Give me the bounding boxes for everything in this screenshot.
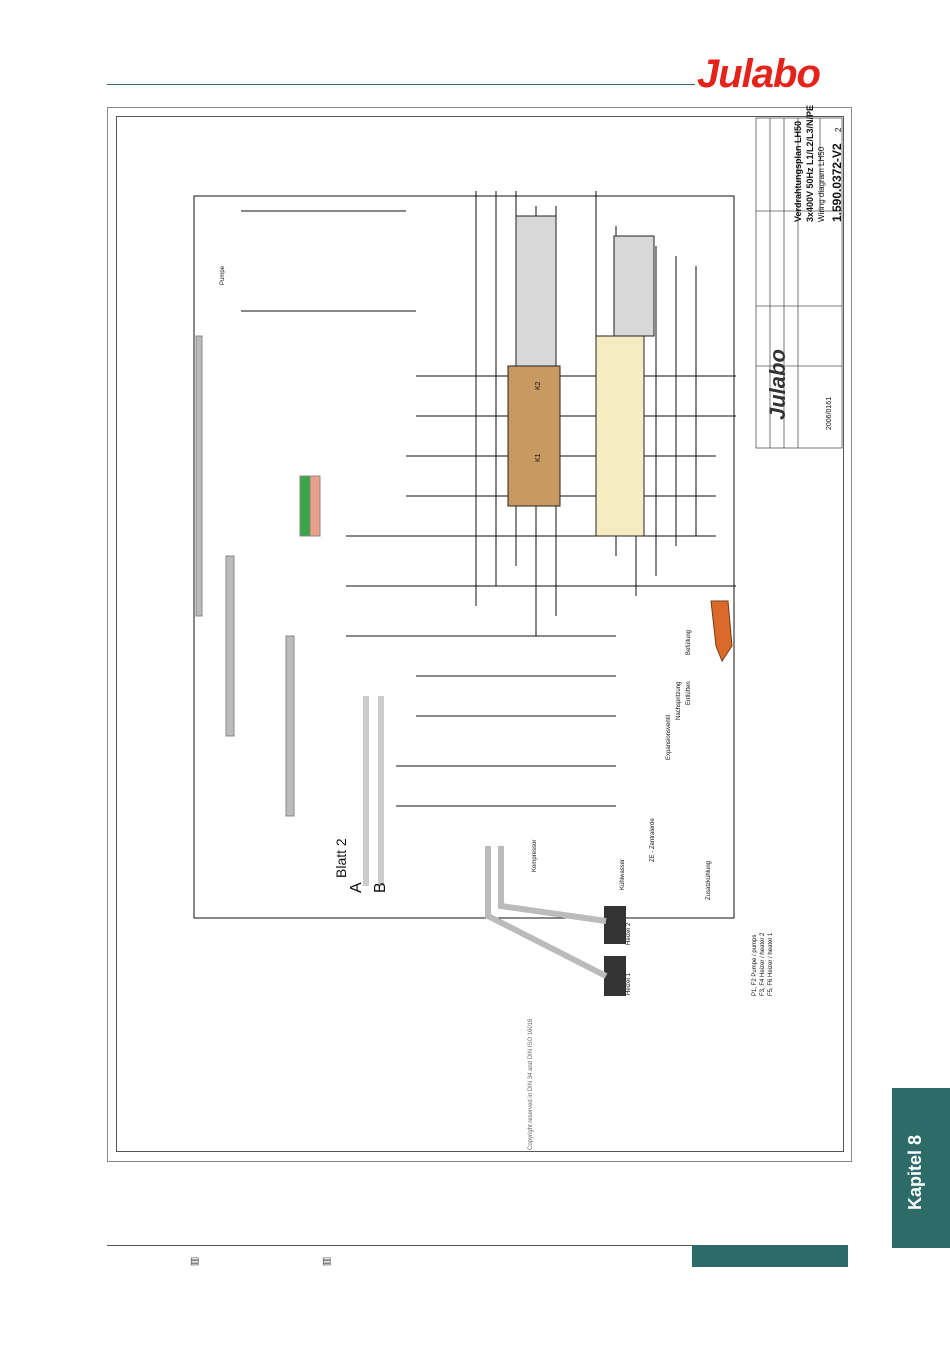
nachspritzung-label: Nachspritzung xyxy=(676,681,682,720)
wiring-diagram xyxy=(193,117,843,996)
entlueften-label: Entlüften xyxy=(686,681,692,705)
footer-bar xyxy=(692,1245,848,1267)
pumpe-label: Pumpe xyxy=(220,265,226,285)
legend-2: F3, F4 Heizer / heater 2 xyxy=(760,932,766,996)
chapter-tab-label: Kapitel 8 xyxy=(905,1134,925,1210)
sheet-number: 2 xyxy=(834,127,843,132)
a-label: A xyxy=(348,882,365,893)
date-code: 2006/0161 xyxy=(826,396,833,430)
zusatzkuehlung-label: Zusatzkühlung xyxy=(706,860,712,900)
hoses xyxy=(195,335,321,817)
julabo-logo: Julabo xyxy=(697,52,821,96)
wiring-lines xyxy=(193,191,736,919)
drawing-frame xyxy=(107,107,852,1162)
flow-arrows xyxy=(363,696,384,886)
chapter-tab[interactable] xyxy=(892,1088,950,1248)
blatt-label: Blatt 2 xyxy=(333,838,349,878)
terminal-block-relays xyxy=(507,215,655,537)
document-icon: ▤ xyxy=(322,1256,332,1267)
legend-3: F5, F6 Heizer / heater 1 xyxy=(768,932,774,996)
drawing-number: 1.590.0372-V2 xyxy=(830,143,844,222)
heizer1-label: Heizer 1 xyxy=(626,972,632,995)
k1-label: K1 xyxy=(535,453,542,462)
kuehlwasser-label: Kühlwasser xyxy=(620,858,626,890)
befuellung-label: Befüllung xyxy=(686,629,692,655)
title-logo: Julabo xyxy=(765,349,790,420)
legend-1: P1, F2 Pumpe / pumps xyxy=(752,934,758,996)
title-en: Wiring diagram LH50 xyxy=(817,146,826,222)
document-icon: ▤ xyxy=(190,1256,200,1267)
title-spec: 3x400V 50Hz L1/L2/L3/N/PE xyxy=(805,104,815,222)
header-rule xyxy=(107,84,695,85)
footer-rule xyxy=(107,1245,694,1246)
ze-label: ZE - Zentralerde xyxy=(650,818,656,862)
heizer2-label: Heizer 2 xyxy=(626,922,632,945)
k2-label: K2 xyxy=(535,381,542,390)
cables xyxy=(485,846,608,979)
kompressor-label: Kompressor xyxy=(532,839,538,872)
power-plug xyxy=(710,600,733,663)
copyright-note: Copyright reserved in DIN 34 and DIN ISO… xyxy=(528,1018,534,1150)
heaters xyxy=(604,906,626,996)
drawing-inner-border xyxy=(116,116,844,1152)
expansionsventil-label: Expansionsventil xyxy=(666,714,672,760)
title-block xyxy=(755,117,843,449)
b-label: B xyxy=(372,882,389,893)
title-de: Verdrahtungsplan LH50 xyxy=(793,120,803,222)
